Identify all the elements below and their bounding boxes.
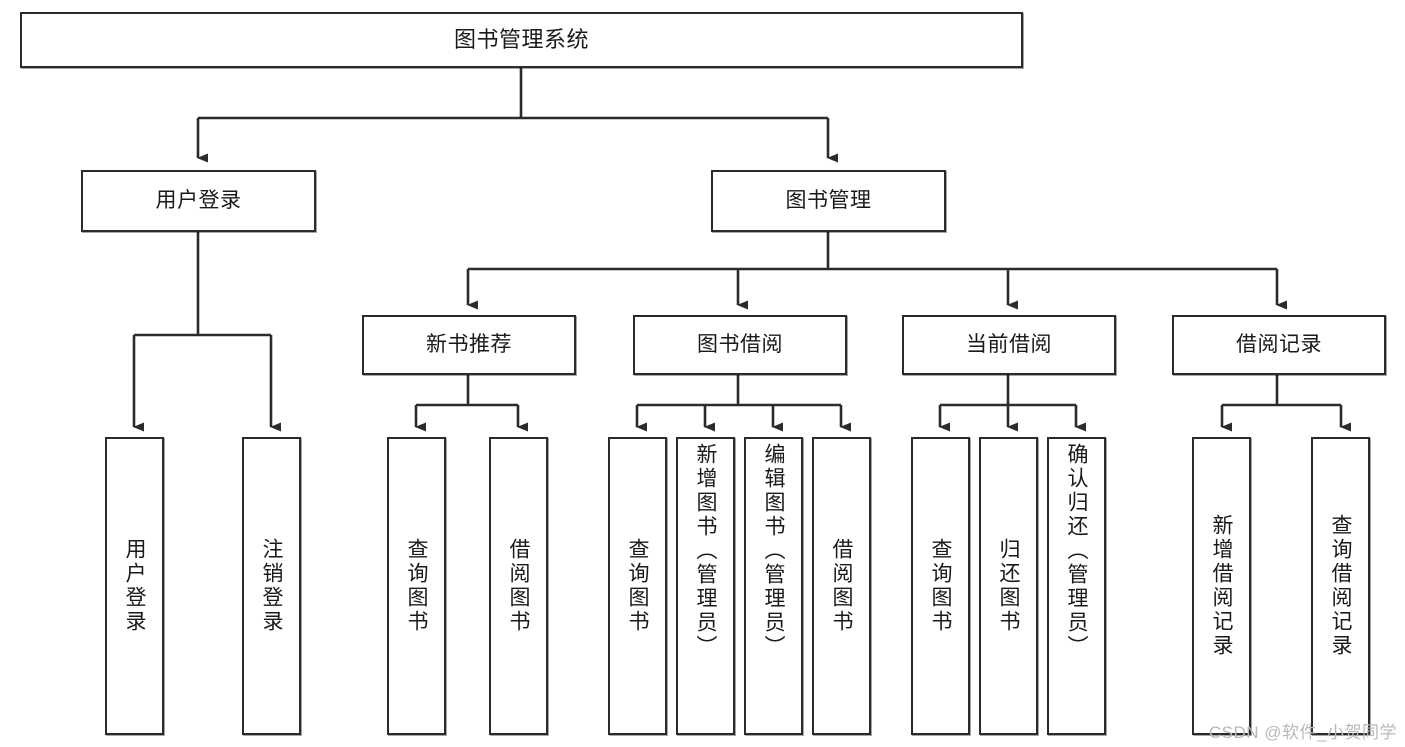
watermark-text: CSDN @软件_小贺同学 [1208,723,1397,742]
node-borrow-records[interactable]: 借阅记录 [1172,315,1386,375]
leaf-add-book-admin[interactable]: 新增图书（管理员） [676,437,735,735]
node-label: 图书管理 [785,189,872,213]
leaf-query-books-current[interactable]: 查询图书 [911,437,970,735]
node-label: 当前借阅 [966,333,1052,357]
node-label: 查询图书 [405,538,428,634]
node-label: 归还图书 [997,538,1020,634]
leaf-edit-book-admin[interactable]: 编辑图书（管理员） [744,437,803,735]
leaf-return-books[interactable]: 归还图书 [979,437,1038,735]
node-new-book-recommendation[interactable]: 新书推荐 [362,315,576,375]
node-label: 借阅记录 [1236,333,1322,357]
node-label: 图书借阅 [697,333,783,357]
node-label: 注销登录 [260,538,283,634]
leaf-borrow-books-new[interactable]: 借阅图书 [489,437,548,735]
node-label: 新增借阅记录 [1210,514,1233,658]
node-label: 查询借阅记录 [1329,514,1352,658]
node-label: 借阅图书 [830,538,853,634]
node-label: 确认归还（管理员） [1065,443,1088,659]
node-book-borrow[interactable]: 图书借阅 [633,315,847,375]
node-label: 查询图书 [626,538,649,634]
node-label: 借阅图书 [507,538,530,634]
node-root-book-management-system[interactable]: 图书管理系统 [20,12,1023,68]
leaf-borrow-books[interactable]: 借阅图书 [812,437,871,735]
node-label: 图书管理系统 [453,26,589,52]
node-label: 新书推荐 [426,333,512,357]
leaf-query-books-borrow[interactable]: 查询图书 [608,437,667,735]
node-label: 新增图书（管理员） [694,443,717,659]
node-current-borrow[interactable]: 当前借阅 [902,315,1116,375]
node-label: 编辑图书（管理员） [762,443,785,659]
leaf-query-books-new[interactable]: 查询图书 [387,437,446,735]
leaf-confirm-return-admin[interactable]: 确认归还（管理员） [1047,437,1106,735]
leaf-user-login[interactable]: 用户登录 [105,437,164,735]
node-label: 用户登录 [155,189,242,213]
leaf-add-borrow-record[interactable]: 新增借阅记录 [1192,437,1251,735]
leaf-logout[interactable]: 注销登录 [242,437,301,735]
leaf-query-borrow-record[interactable]: 查询借阅记录 [1311,437,1370,735]
node-label: 用户登录 [123,538,146,634]
node-label: 查询图书 [929,538,952,634]
node-user-login[interactable]: 用户登录 [81,170,316,232]
node-book-management[interactable]: 图书管理 [711,170,946,232]
